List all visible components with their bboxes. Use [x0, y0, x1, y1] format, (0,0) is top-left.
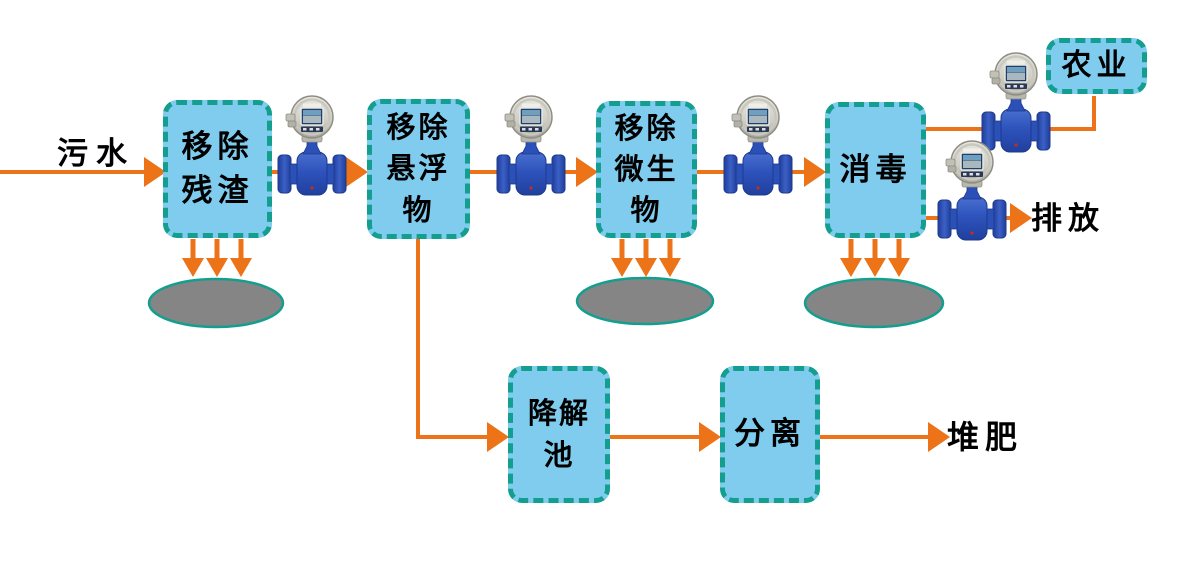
settling-pond-ellipse	[803, 277, 945, 329]
flow-meter-icon	[276, 95, 348, 207]
flow-meter-icon	[495, 95, 567, 207]
process-box-agriculture: 农业	[1046, 38, 1147, 94]
box-label: 移除 残渣	[181, 128, 254, 209]
box-label: 分离	[734, 416, 806, 453]
box-label: 移除 微生物	[614, 110, 679, 228]
flow-meter-icon	[938, 141, 1006, 240]
input-label: 污水	[57, 136, 135, 172]
process-box-remove-microorganisms: 移除 微生物	[596, 101, 697, 238]
process-box-disinfection: 消毒	[825, 102, 926, 238]
box-label: 移除 悬浮物	[386, 110, 451, 227]
flow-meter-icon	[497, 96, 565, 195]
flow-line-to-tank	[416, 238, 488, 439]
flow-meter-icon	[724, 96, 792, 195]
process-box-degradation-tank: 降解池	[508, 366, 610, 503]
arrowheads	[144, 157, 1032, 452]
settling-ponds	[147, 276, 945, 329]
process-box-remove-residue: 移除 残渣	[163, 100, 272, 238]
process-box-remove-suspended-solids: 移除 悬浮物	[367, 99, 470, 239]
flow-meter-icon	[278, 96, 346, 195]
box-label: 降解池	[527, 396, 590, 472]
box-label: 农业	[1061, 47, 1132, 83]
flow-meter-icon	[722, 95, 794, 207]
process-box-separation: 分离	[720, 366, 820, 503]
flow-meter-icon	[982, 53, 1050, 152]
box-label: 消毒	[839, 151, 912, 188]
flow-meter-icon	[936, 140, 1008, 252]
discharge-label: 排放	[1031, 201, 1105, 237]
waste-drop-arrows	[182, 239, 910, 277]
compost-label: 堆肥	[947, 418, 1024, 456]
settling-pond-ellipse	[147, 277, 285, 329]
settling-pond-ellipse	[575, 276, 715, 326]
